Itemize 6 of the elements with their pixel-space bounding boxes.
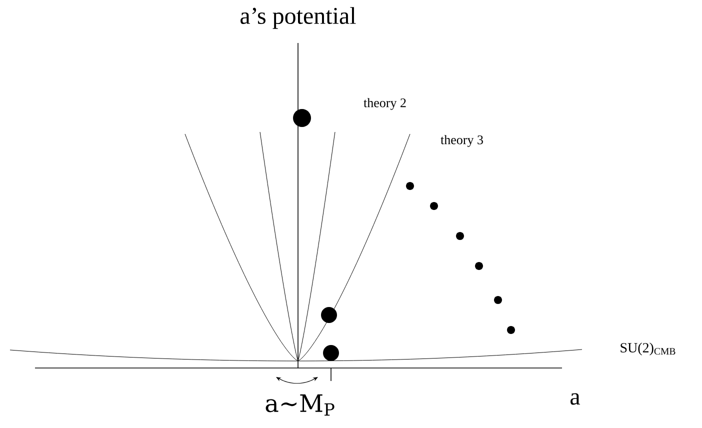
curve-label: theory 3 <box>440 135 483 147</box>
axis-label: a <box>570 393 580 405</box>
axis-label: a∼M$_{P}$ <box>266 394 334 416</box>
curve-label: theory 2 <box>364 98 406 110</box>
curve-label: SU(2)$_{CMB}$ <box>620 342 676 356</box>
axis-label: a’s potential <box>240 7 356 29</box>
